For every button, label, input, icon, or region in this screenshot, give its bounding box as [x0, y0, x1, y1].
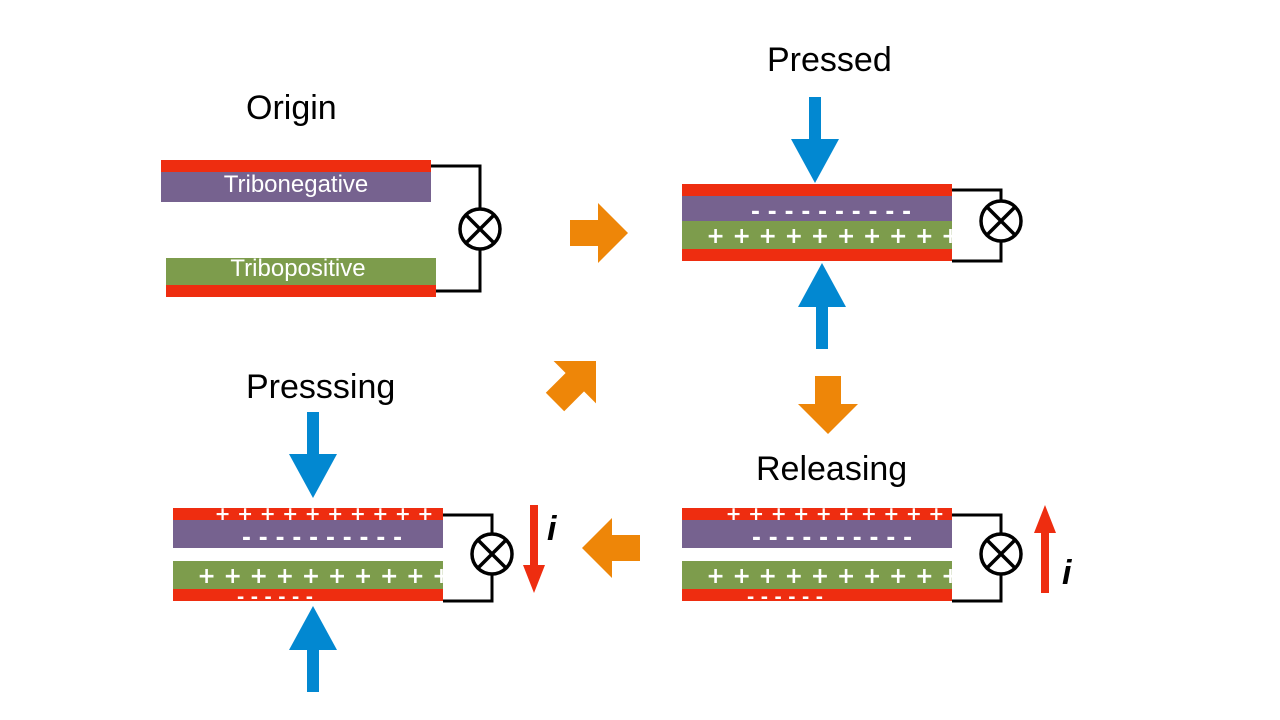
releasing-title: Releasing — [756, 450, 907, 488]
pressing-title: Presssing — [246, 368, 395, 406]
lamp-crossed-circle-icon — [979, 532, 1023, 576]
pressing-negative-charges: - - - - - - - - - - — [242, 526, 402, 551]
releasing-current-label: i — [1062, 554, 1073, 592]
pressed-circuit-wire — [952, 188, 1003, 263]
force-arrow-icon — [289, 412, 337, 498]
pressing-tribopositive-layer — [173, 561, 443, 589]
releasing-tribonegative-layer — [682, 520, 952, 548]
releasing-top-electrode — [682, 508, 952, 520]
force-arrow-icon — [289, 606, 337, 692]
origin-tribopositive-label: Tribopositive — [230, 255, 365, 282]
pressing-top-electrode-charges: + + + + + + + + + + — [215, 503, 434, 525]
current-arrow-up-icon — [1034, 505, 1056, 593]
origin-circuit-wire — [431, 164, 482, 293]
releasing-positive-charges: + + + + + + + + + + — [706, 564, 959, 589]
releasing-top-electrode-charges: + + + + + + + + + + — [726, 503, 945, 525]
lamp-crossed-circle-icon — [458, 207, 502, 251]
pressing-current-label: i — [547, 510, 558, 548]
force-arrow-icon — [791, 97, 839, 183]
process-step-arrow-icon — [798, 376, 858, 434]
pressing-bottom-electrode-charges: - - - - - - — [237, 587, 313, 608]
process-step-arrow-icon — [582, 518, 640, 578]
releasing-circuit-wire — [952, 513, 1003, 603]
stage-pressed: Pressed - - - - - - - - - - + + + + + + … — [682, 41, 1023, 349]
releasing-bottom-electrode-charges: - - - - - - — [747, 587, 823, 608]
stage-pressing: Presssing + + + + + + + + + + - - - - - … — [173, 368, 558, 692]
origin-tribonegative-layer — [161, 172, 431, 202]
origin-tribonegative-label: Tribonegative — [224, 171, 369, 198]
origin-bottom-electrode — [166, 285, 436, 297]
current-arrow-down-icon — [523, 505, 545, 593]
lamp-crossed-circle-icon — [470, 532, 514, 576]
pressing-circuit-wire — [443, 513, 494, 603]
pressed-title: Pressed — [767, 41, 892, 79]
stage-releasing: Releasing + + + + + + + + + + - - - - - … — [682, 450, 1073, 608]
pressed-tribopositive-layer — [682, 221, 952, 249]
process-step-arrow-icon — [570, 203, 628, 263]
pressing-tribonegative-layer — [173, 520, 443, 548]
process-step-arrow-icon — [533, 339, 618, 424]
pressed-negative-charges: - - - - - - - - - - — [751, 200, 911, 225]
pressed-bottom-electrode — [682, 249, 952, 261]
pressed-top-electrode — [682, 184, 952, 196]
releasing-negative-charges: - - - - - - - - - - — [752, 526, 912, 551]
origin-title: Origin — [246, 89, 337, 127]
lamp-crossed-circle-icon — [979, 199, 1023, 243]
stage-origin: Origin Tribonegative Tribopositive — [161, 89, 502, 297]
pressed-positive-charges: + + + + + + + + + + — [706, 224, 959, 249]
releasing-tribopositive-layer — [682, 561, 952, 589]
pressed-tribonegative-layer — [682, 196, 952, 221]
pressing-top-electrode — [173, 508, 443, 520]
force-arrow-icon — [798, 263, 846, 349]
origin-top-electrode — [161, 160, 431, 172]
releasing-bottom-electrode — [682, 589, 952, 601]
pressing-positive-charges: + + + + + + + + + + — [197, 564, 450, 589]
origin-tribopositive-layer — [166, 258, 436, 285]
pressing-bottom-electrode — [173, 589, 443, 601]
